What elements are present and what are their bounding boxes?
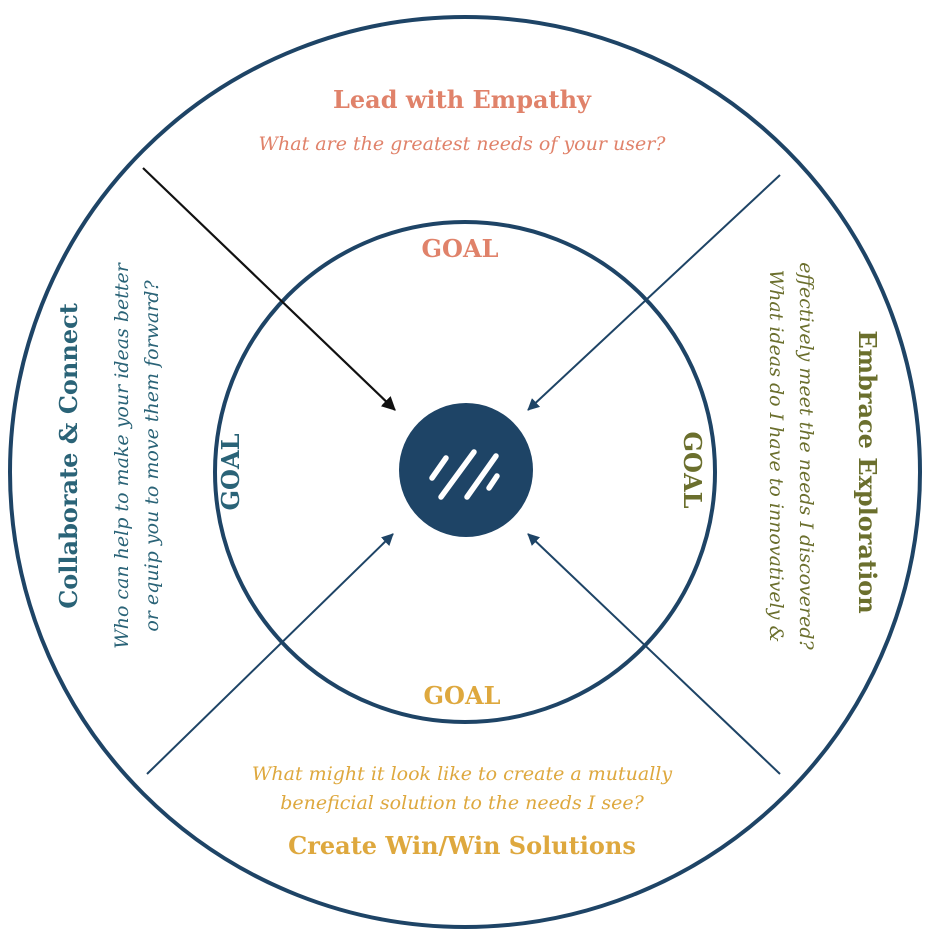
segment-left-question-line-2: or equip you to move them forward? [141, 280, 163, 632]
segment-right-question-line-1: What ideas do I have to innovatively & [765, 270, 787, 643]
goal-top: GOAL [422, 234, 499, 263]
segment-top-question: What are the greatest needs of your user… [259, 133, 667, 155]
segment-top-title: Lead with Empathy [333, 85, 592, 114]
inner-ring [213, 220, 717, 724]
segment-right-question-line-2: effectively meet the needs I discovered? [795, 262, 817, 650]
arrow-top-right [527, 174, 781, 411]
segment-bottom-question-line-2: beneficial solution to the needs I see? [280, 792, 644, 814]
goal-bottom: GOAL [424, 681, 501, 710]
segment-bottom-title: Create Win/Win Solutions [288, 831, 636, 860]
three-slash-lines-icon [429, 449, 500, 500]
goal-right: GOAL [678, 432, 707, 509]
segment-left-question-line-1: Who can help to make your ideas better [111, 261, 133, 649]
arrow-top-left [142, 167, 396, 411]
arrow-bottom-right [527, 533, 781, 775]
goal-left: GOAL [216, 433, 245, 510]
segment-bottom-question-line-1: What might it look like to create a mutu… [252, 763, 672, 785]
segment-left-title: Collaborate & Connect [54, 303, 83, 609]
arrow-bottom-left [146, 533, 394, 775]
outer-ring [8, 15, 922, 929]
center-hub [399, 403, 533, 537]
segment-right-title: Embrace Exploration [853, 330, 882, 613]
